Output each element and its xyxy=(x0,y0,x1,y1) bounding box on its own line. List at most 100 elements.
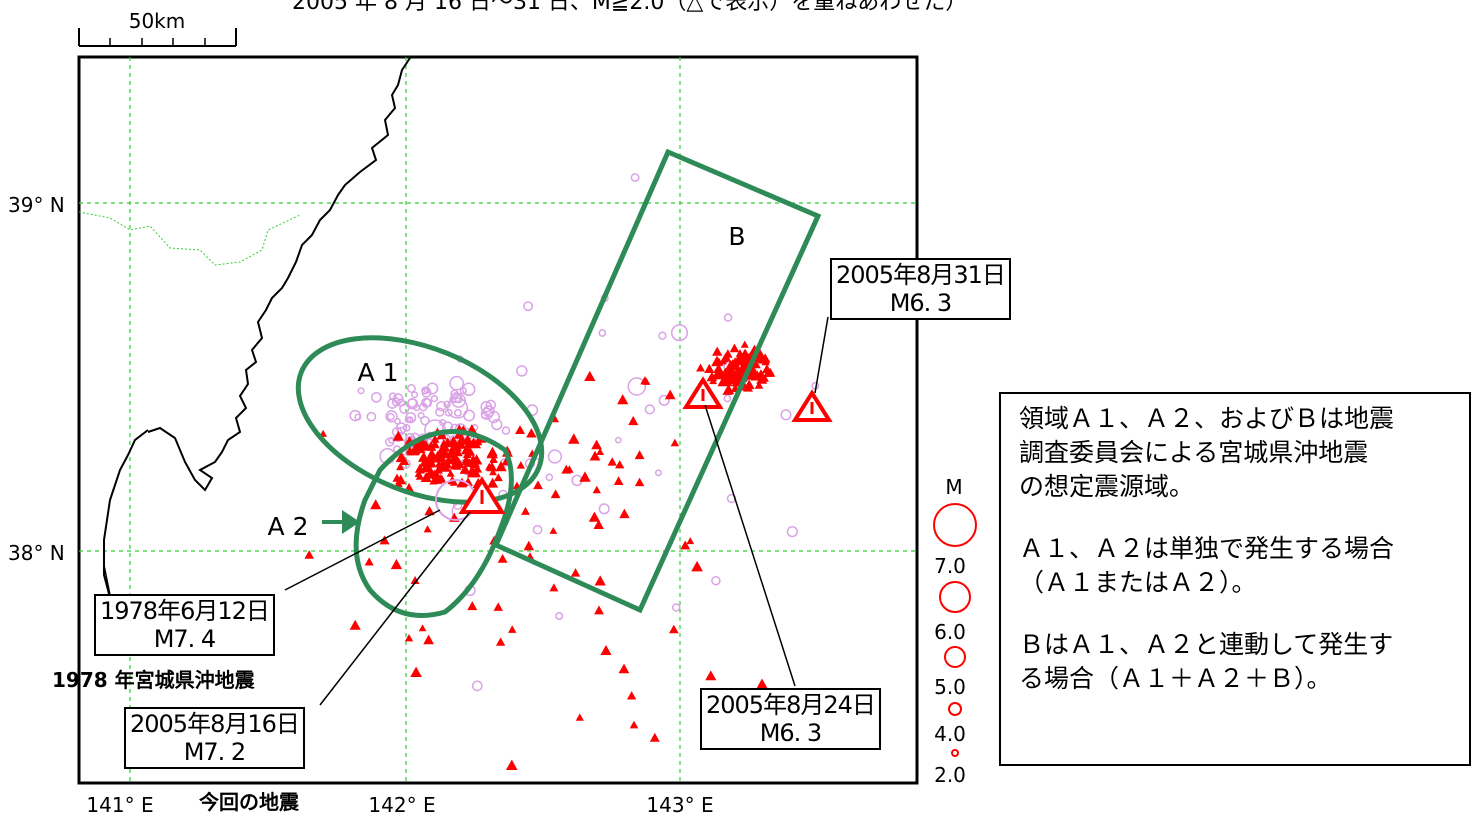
event-name-1978: 1978 年宮城県沖地震 xyxy=(52,668,255,692)
quake-triangle xyxy=(594,575,606,586)
quake-circle xyxy=(644,404,655,415)
quake-triangle xyxy=(439,439,448,447)
quake-circle xyxy=(545,473,554,482)
quake-triangle xyxy=(727,371,740,382)
quake-circle xyxy=(417,411,425,420)
quake-triangle xyxy=(600,644,612,655)
quake-circle xyxy=(421,386,430,395)
region-a1-label: A 1 xyxy=(358,358,399,387)
quake-circle xyxy=(436,401,447,412)
quake-triangle xyxy=(370,499,382,510)
quake-triangle xyxy=(729,343,740,353)
quake-triangle xyxy=(649,732,660,742)
legend-paragraph: Ａ１、Ａ２は単独で発生する場合 （Ａ１またはＡ２）。 xyxy=(1019,534,1395,597)
quake-triangle xyxy=(349,619,361,630)
quake-triangle xyxy=(495,637,506,646)
quake-triangle xyxy=(423,457,435,468)
quake-triangle xyxy=(596,447,605,455)
quake-triangle xyxy=(642,377,651,385)
quake-triangle xyxy=(691,560,703,572)
quake-triangle xyxy=(568,433,580,444)
quake-triangle xyxy=(461,456,471,465)
quake-circle xyxy=(723,394,732,403)
quake-triangle xyxy=(629,720,639,729)
quake-circle xyxy=(446,397,469,419)
scale-bar: 50km xyxy=(78,9,237,47)
quake-triangle xyxy=(423,634,434,645)
quake-triangle xyxy=(705,670,717,681)
lat-label-38: 38° N xyxy=(8,541,65,565)
lon-label-142: 142° E xyxy=(368,793,435,817)
quake-triangle xyxy=(712,346,723,356)
quake-triangle xyxy=(743,379,755,390)
legend-text-box: 領域Ａ１、Ａ２、およびＢは地震 調査委員会による宮城県沖地震 の想定震源域。 Ａ… xyxy=(999,392,1471,766)
magnitude-legend: M 7.0 6.0 5.0 4.0 2.0 xyxy=(933,475,977,787)
callout-magnitude: M7. 4 xyxy=(153,625,217,653)
quake-triangle xyxy=(418,453,428,462)
quake-triangle xyxy=(486,448,498,459)
callout-date: 1978年6月12日 xyxy=(100,597,270,625)
quake-circle xyxy=(459,387,467,395)
quake-circle xyxy=(523,301,534,312)
prefecture-boundary xyxy=(78,211,301,266)
quake-circle xyxy=(471,680,483,692)
major-event-markers xyxy=(435,376,833,521)
callout-2005-08-24: 2005年8月24日 M6. 3 xyxy=(700,688,881,750)
quake-triangle xyxy=(579,471,591,482)
quake-triangle xyxy=(740,340,749,348)
quake-triangle xyxy=(392,430,404,441)
quake-triangle xyxy=(447,438,458,448)
quake-circle xyxy=(449,375,465,391)
quake-circle xyxy=(480,400,492,413)
region-b xyxy=(492,148,822,614)
quake-triangle xyxy=(429,477,438,485)
legend-paragraph: 領域Ａ１、Ａ２、およびＢは地震 調査委員会による宮城県沖地震 の想定震源域。 xyxy=(1019,404,1395,501)
quake-triangle xyxy=(487,477,499,488)
quake-triangle xyxy=(570,568,581,577)
quake-triangle xyxy=(634,450,645,460)
quake-triangle xyxy=(470,454,483,465)
lon-label-143: 143° E xyxy=(646,793,713,817)
quake-circle xyxy=(491,418,503,431)
quake-circle xyxy=(453,408,462,417)
callout-magnitude: M6. 3 xyxy=(889,289,953,317)
graticule xyxy=(79,57,917,783)
quake-triangle xyxy=(549,526,558,534)
quake-triangle xyxy=(669,624,679,634)
callout-2005-08-16: 2005年8月16日 M7. 2 xyxy=(124,707,305,769)
quake-triangle xyxy=(505,759,518,770)
callout-2005-08-31: 2005年8月31日 M6. 3 xyxy=(830,258,1011,320)
quake-triangle xyxy=(425,441,436,451)
quake-circle xyxy=(598,329,607,337)
quake-circle xyxy=(386,412,395,421)
quake-circle xyxy=(420,415,430,426)
quake-circle xyxy=(354,413,362,421)
quake-triangle xyxy=(589,450,601,461)
quake-triangle xyxy=(634,477,645,487)
quake-triangle xyxy=(508,625,517,633)
source-regions xyxy=(295,148,822,618)
quake-circle xyxy=(406,416,414,423)
quake-circle xyxy=(627,377,647,396)
quake-triangle xyxy=(459,464,471,474)
region-a2 xyxy=(353,429,514,618)
callout-magnitude: M7. 2 xyxy=(183,738,247,766)
quake-triangle xyxy=(741,348,750,356)
quake-triangle xyxy=(447,448,458,459)
quake-triangle xyxy=(497,553,508,563)
quake-triangle xyxy=(720,355,728,363)
mag-level-6: 6.0 xyxy=(934,620,966,644)
quake-triangle xyxy=(713,369,725,380)
lat-label-39: 39° N xyxy=(8,193,65,217)
quake-triangle xyxy=(618,663,630,674)
callout-date: 2005年8月31日 xyxy=(836,261,1006,289)
quake-triangle xyxy=(670,438,680,447)
quake-triangle xyxy=(521,506,530,515)
quake-triangle xyxy=(714,357,724,366)
quake-circle xyxy=(723,313,733,322)
region-a2-label: A 2 xyxy=(268,512,309,541)
quake-triangle xyxy=(607,457,617,466)
quake-triangle xyxy=(423,525,432,533)
quake-circle xyxy=(385,410,398,423)
quake-triangle xyxy=(549,583,559,592)
